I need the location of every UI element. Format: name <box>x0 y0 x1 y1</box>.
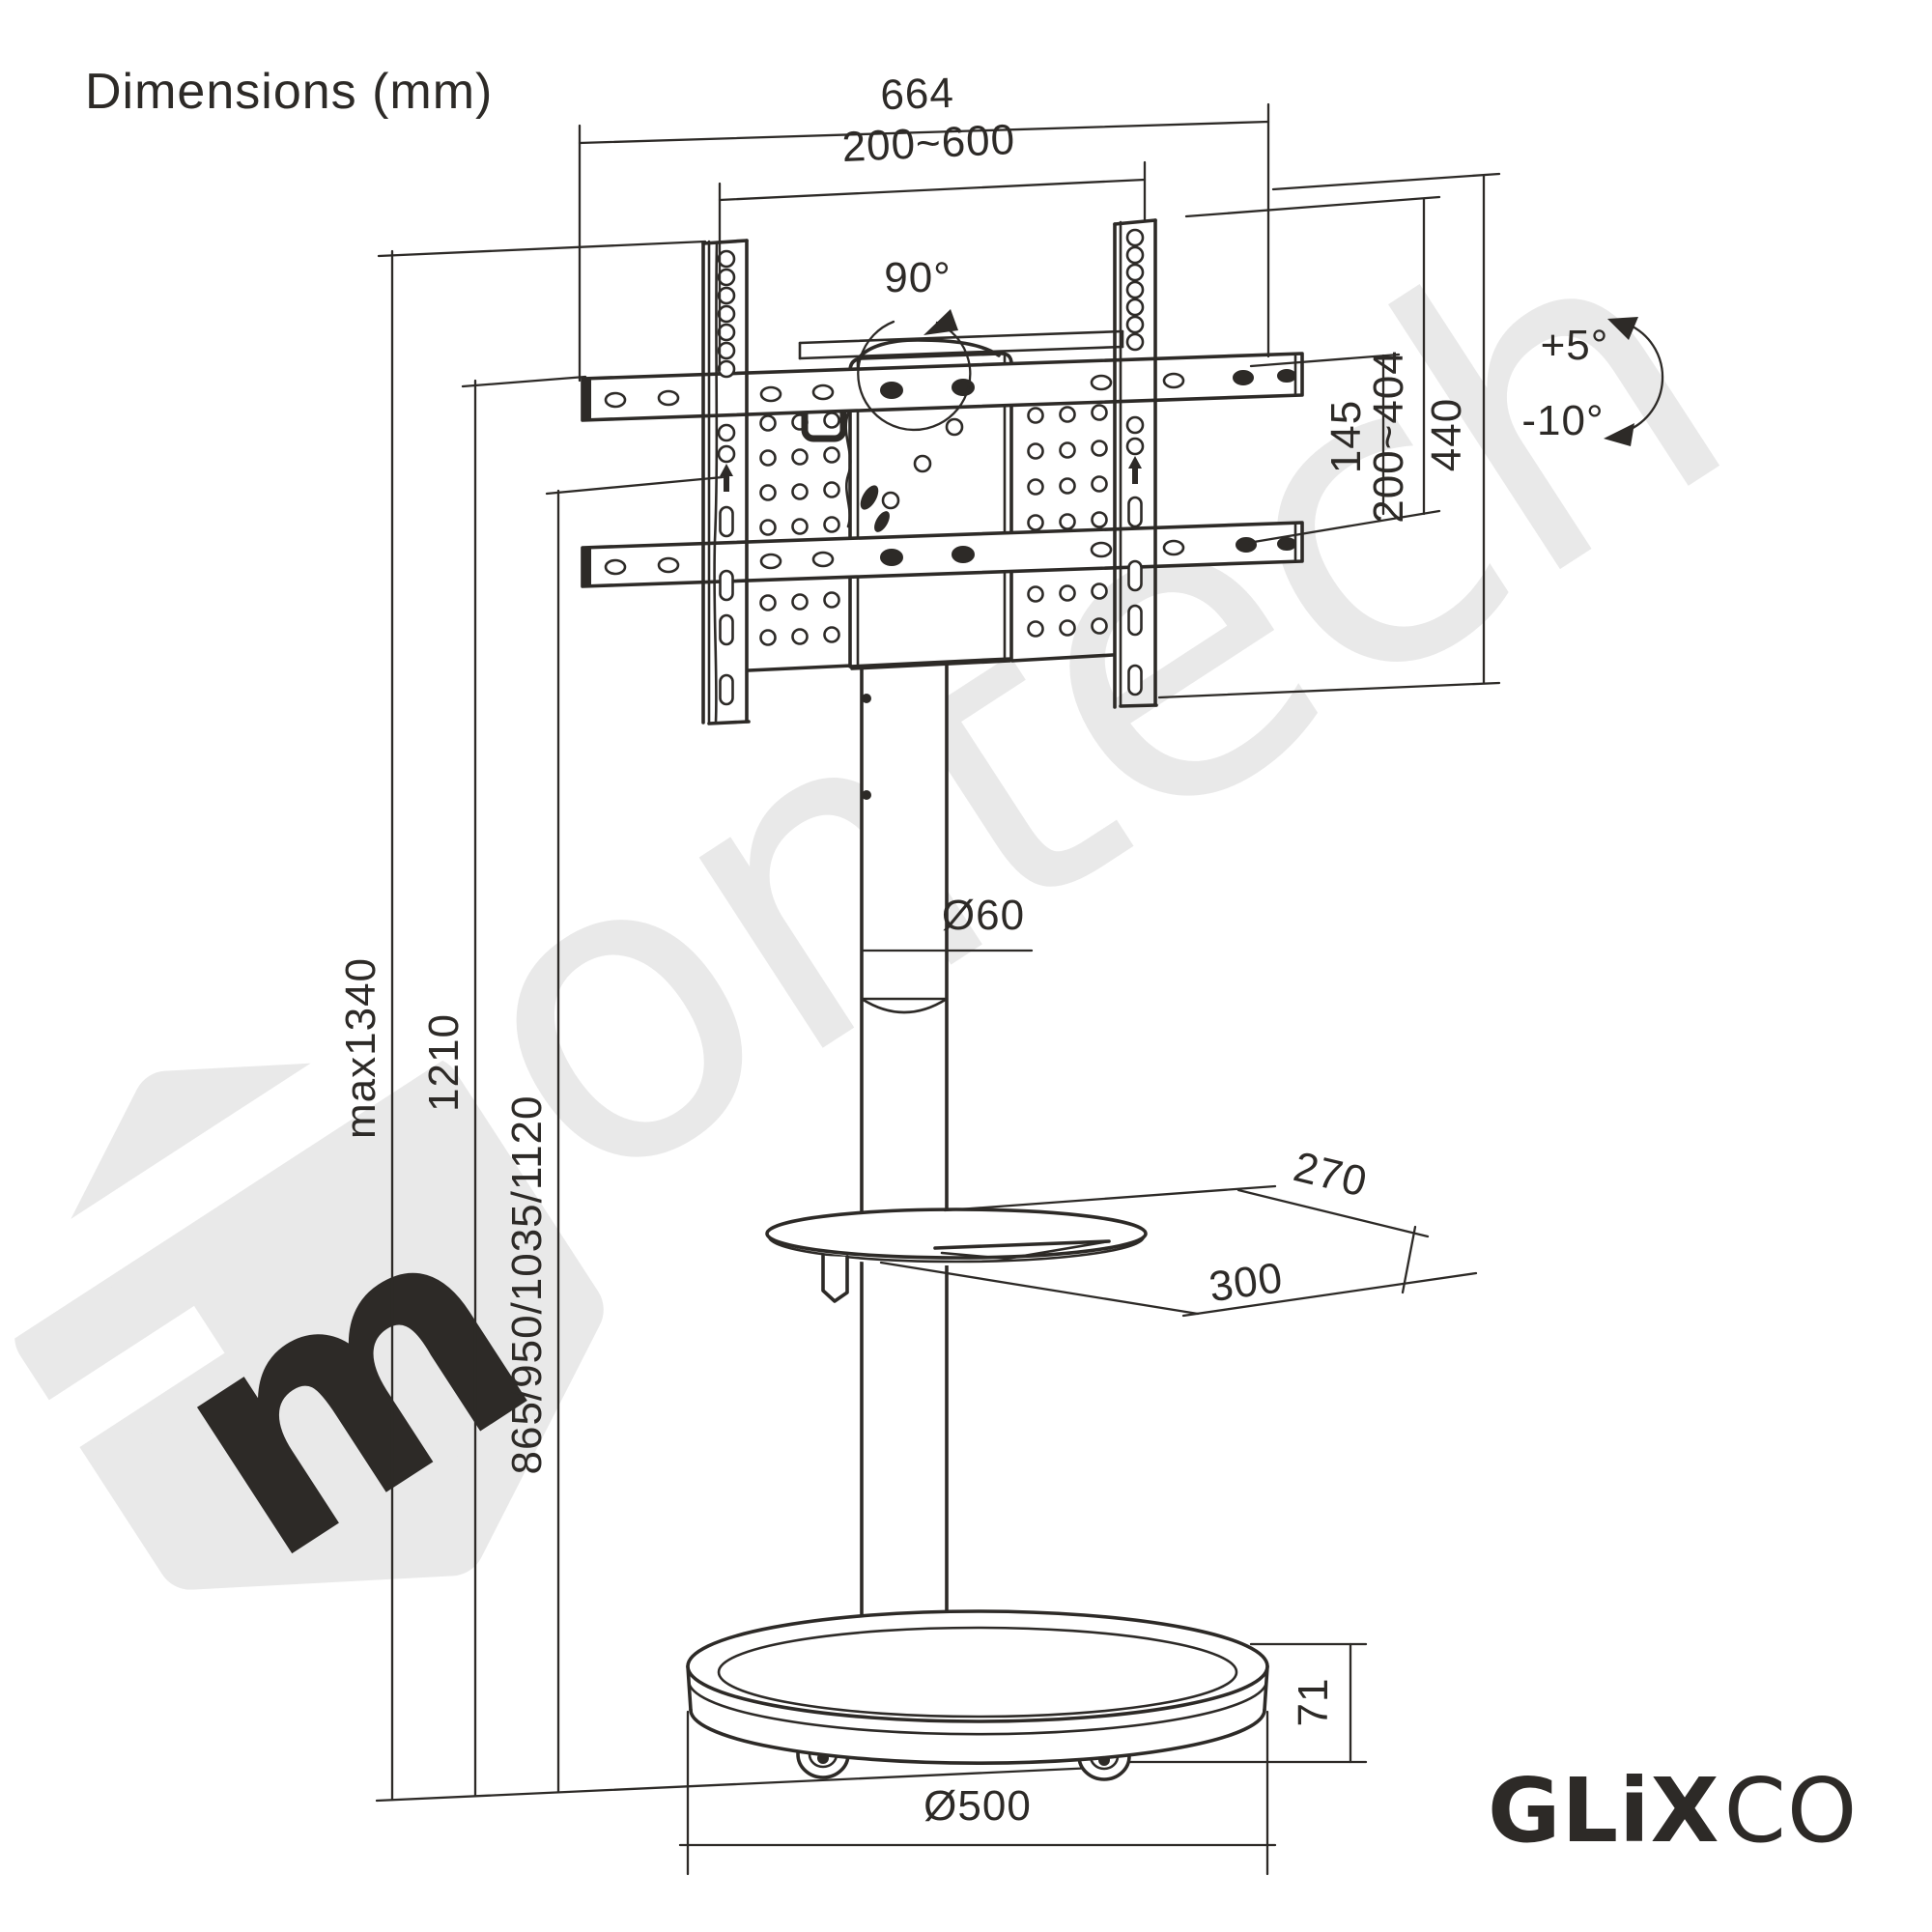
tilt-up-label: +5° <box>1541 322 1609 369</box>
base <box>686 1609 1269 1781</box>
base-seam <box>687 1679 1268 1736</box>
tilt-arrowhead-up-icon <box>1607 317 1638 340</box>
tilt-down-label: -10° <box>1521 397 1604 444</box>
brand-logo-bold: GLiX <box>1488 1759 1720 1862</box>
right-rail-holes <box>1125 228 1145 456</box>
base-top <box>686 1609 1269 1723</box>
dim-vesa-width: 200~600 <box>718 116 1147 372</box>
dim-arm-gap: 145 <box>1249 353 1401 516</box>
tilt-arrowhead-down-icon <box>1604 423 1634 446</box>
height-total-label: 1210 <box>420 1013 468 1112</box>
left-plate-holes <box>759 412 840 646</box>
left-perforated-plate <box>747 412 854 672</box>
lower-arm-holes <box>604 537 1296 576</box>
wire-clip <box>874 511 890 532</box>
height-settings-label: 865/950/1035/1120 <box>503 1095 551 1475</box>
swivel-indicator: 90° <box>857 254 972 432</box>
right-rail-center-arrow <box>1128 456 1142 484</box>
pole <box>860 660 949 1636</box>
base-diameter-label: Ø500 <box>923 1782 1032 1830</box>
shelf <box>765 1208 1148 1303</box>
pole-diameter-label: Ø60 <box>942 892 1025 939</box>
left-rail <box>701 239 751 725</box>
lift-hook <box>856 338 1001 361</box>
watermark-text: ontech <box>375 128 1796 1286</box>
arm-gap-label: 145 <box>1322 400 1370 473</box>
wire-clip <box>860 485 879 510</box>
left-rail-center-arrow <box>720 464 733 492</box>
watermark-badge: m <box>0 935 604 1631</box>
dim-pole-diameter: Ø60 <box>862 892 1034 952</box>
dim-base-height: 71 <box>1128 1642 1368 1764</box>
right-perforated-plate <box>1010 404 1115 663</box>
vesa-height-label: 200~404 <box>1365 350 1412 524</box>
tilt-arc <box>1625 325 1664 433</box>
swivel-arc <box>857 320 972 432</box>
watermark-script: ontech <box>375 128 1796 1286</box>
page-title: Dimensions (mm) <box>85 64 493 120</box>
pole-joint-arc <box>860 997 949 1014</box>
swivel-arrowhead-icon <box>923 309 958 335</box>
dim-shelf: 270 300 <box>879 1143 1478 1318</box>
safety-wire <box>844 412 852 528</box>
height-max-label: max1340 <box>337 957 384 1139</box>
left-rail-holes <box>717 249 736 464</box>
dim-overall-width: 664 <box>578 70 1270 383</box>
shelf-underplate-edge <box>940 1239 1111 1261</box>
rail-contour <box>713 242 719 724</box>
shelf-bracket <box>821 1254 849 1303</box>
watermark-stripe-2 <box>0 1305 225 1511</box>
brand-logo: GLiXCO <box>1488 1759 1858 1862</box>
base-height-label: 71 <box>1290 1678 1337 1727</box>
shelf-width-label: 300 <box>1207 1254 1286 1311</box>
dim-bracket-height: 440 <box>1157 172 1501 699</box>
pole-body <box>862 667 947 1634</box>
base-top-inset <box>717 1626 1238 1719</box>
dim-height-max: max1340 <box>337 240 707 1802</box>
right-rail-slots <box>1127 496 1143 696</box>
watermark-stripe <box>0 935 545 1406</box>
right-rail <box>1113 218 1158 709</box>
lower-arm <box>581 521 1304 588</box>
bracket-height-label: 440 <box>1423 398 1470 471</box>
overall-width-label: 664 <box>880 70 955 119</box>
top-crossbar <box>798 329 1124 360</box>
pole-screw <box>862 790 871 800</box>
dim-height-total: 1210 <box>420 375 587 1798</box>
tilt-indicator: +5° -10° <box>1521 317 1664 446</box>
brand-logo-light: CO <box>1724 1759 1859 1862</box>
dim-vesa-height: 200~404 <box>1184 195 1441 545</box>
vesa-width-label: 200~600 <box>841 116 1017 171</box>
dim-height-settings: 865/950/1035/1120 <box>503 475 724 1794</box>
dim-base-diameter: Ø500 <box>678 1710 1277 1876</box>
left-rail-slots <box>719 505 734 706</box>
right-plate-holes <box>1027 404 1108 638</box>
tv-bracket <box>581 218 1304 725</box>
base-bottom-edge <box>689 1708 1266 1765</box>
shelf-rim <box>767 1235 1146 1264</box>
ground-line <box>375 1765 1118 1803</box>
swivel-angle-label: 90° <box>884 254 952 301</box>
shelf-depth-label: 270 <box>1290 1143 1373 1206</box>
shelf-underplate <box>933 1239 1111 1250</box>
pole-screw <box>862 694 871 703</box>
